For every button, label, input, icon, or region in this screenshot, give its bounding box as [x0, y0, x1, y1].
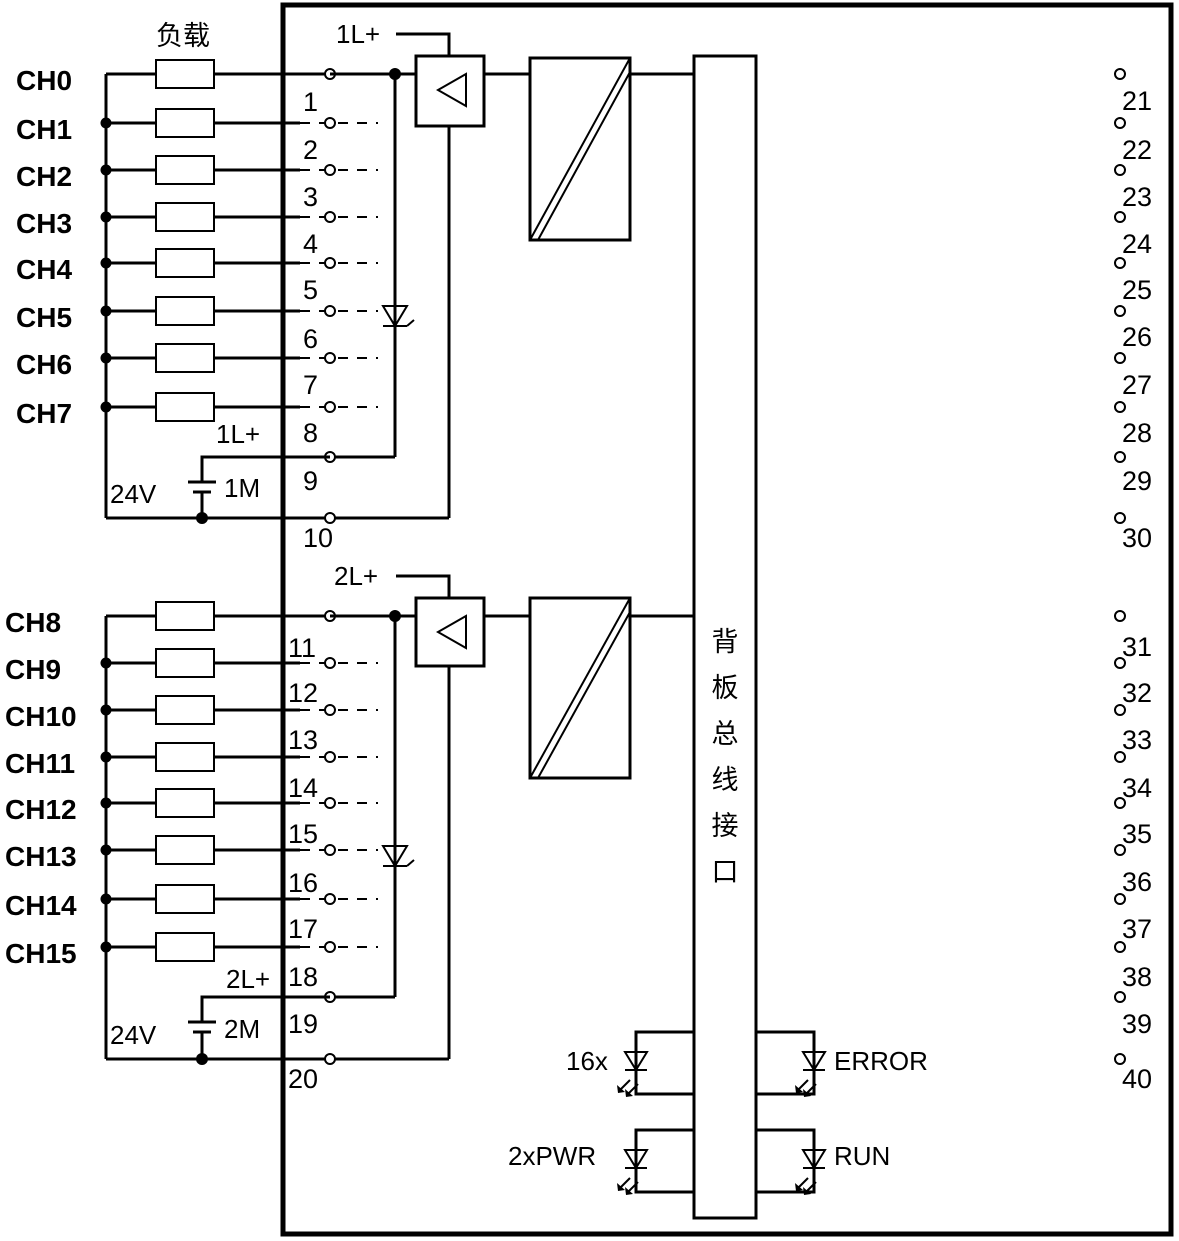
- status-leds: [617, 1030, 827, 1195]
- module-housing: [280, 2, 1174, 1237]
- group2-channel-label: CH9: [5, 654, 61, 685]
- right-pin-number: 25: [1122, 275, 1152, 305]
- right-pin-number: 27: [1122, 370, 1152, 400]
- right-pin-number: 26: [1122, 322, 1152, 352]
- group1-internal: [330, 32, 694, 520]
- group2-internal: [330, 574, 694, 1061]
- group2-pin-numbers: 11 12 13 14 15 16 17 18 19 20: [288, 633, 318, 1094]
- group2-pin-number: 18: [288, 962, 318, 992]
- group2-external: [104, 601, 330, 1061]
- svg-text:口: 口: [712, 857, 739, 888]
- group2-pin-number: 17: [288, 914, 318, 944]
- group1-channel-label: CH5: [16, 302, 72, 333]
- svg-text:背: 背: [712, 627, 739, 658]
- group1-supply-side-label: 1L+: [216, 419, 260, 449]
- group1-channel-label: CH4: [16, 254, 72, 285]
- group1-channel-label: CH1: [16, 114, 72, 145]
- group2-pin-number: 16: [288, 868, 318, 898]
- group1-supply-label: 1L+: [336, 19, 380, 49]
- svg-text:线: 线: [712, 765, 739, 796]
- right-pin-number: 21: [1122, 86, 1152, 116]
- right-pin-number: 33: [1122, 725, 1152, 755]
- group2-channel-label: CH11: [5, 748, 75, 779]
- svg-text:板: 板: [712, 673, 739, 704]
- right-pin-number: 22: [1122, 135, 1152, 165]
- led-pwr-label: 2xPWR: [508, 1141, 596, 1171]
- group1-voltage-label: 24V: [110, 479, 157, 509]
- right-terminal-pins: 21 22 23 24 25 26 27 28 29 30 31 32 33 34 35 36 37 38 39 40: [1114, 68, 1152, 1094]
- group1-pin-number: 7: [303, 370, 318, 400]
- group1-channel-label: CH2: [16, 161, 72, 192]
- right-pin-number: 36: [1122, 867, 1152, 897]
- group1-pin-numbers: 1 2 3 4 5 6 7 8 9 10: [303, 87, 333, 553]
- right-pin-number: 37: [1122, 914, 1152, 944]
- backplane-label: 背 板 总 线 接 口: [712, 627, 739, 888]
- right-pin-number: 39: [1122, 1009, 1152, 1039]
- group2-pin-number: 14: [288, 773, 318, 803]
- group2-supply-side-label: 2L+: [226, 964, 270, 994]
- group2-pin-number: 11: [288, 633, 316, 663]
- group1-supply: [188, 455, 330, 524]
- group1-pin-number: 8: [303, 418, 318, 448]
- group2-channel-label: CH13: [5, 841, 77, 872]
- group2-supply: [188, 995, 330, 1065]
- load-label: 负载: [156, 21, 210, 52]
- right-pin-number: 29: [1122, 466, 1152, 496]
- group2-channel-label: CH12: [5, 794, 77, 825]
- group1-pin-number: 4: [303, 229, 318, 259]
- backplane-bus: [692, 54, 758, 1220]
- group1-pin-number: 1: [303, 87, 318, 117]
- group2-channel-label: CH10: [5, 701, 77, 732]
- group2-pin-number: 19: [288, 1009, 318, 1039]
- group1-pin-number: 2: [303, 135, 318, 165]
- svg-text:总: 总: [712, 719, 739, 750]
- right-pin-number: 32: [1122, 678, 1152, 708]
- group1-pin-number: 5: [303, 275, 318, 305]
- right-pin-number: 31: [1122, 632, 1152, 662]
- right-pin-number: 23: [1122, 182, 1152, 212]
- right-pin-number: 40: [1122, 1064, 1152, 1094]
- group1-external: [104, 59, 330, 520]
- group1-pin-number: 6: [303, 324, 318, 354]
- group2-pin-number: 12: [288, 678, 318, 708]
- group2-voltage-label: 24V: [110, 1020, 157, 1050]
- group2-pin-number: 15: [288, 819, 318, 849]
- group1-pin-number: 10: [303, 523, 333, 553]
- right-pin-number: 34: [1122, 773, 1152, 803]
- group1-channel-label: CH0: [16, 65, 72, 96]
- group2-channel-label: CH8: [5, 607, 61, 638]
- group2-supply-label: 2L+: [334, 561, 378, 591]
- group1-pin-number: 9: [303, 466, 318, 496]
- led-16x-label: 16x: [566, 1046, 608, 1076]
- group2-channel-label: CH15: [5, 938, 77, 969]
- group2-pin-number: 13: [288, 725, 318, 755]
- group1-channel-label: CH3: [16, 208, 72, 239]
- group2-ground-label: 2M: [224, 1014, 260, 1044]
- group1-ground-label: 1M: [224, 473, 260, 503]
- group2-pin-number: 20: [288, 1064, 318, 1094]
- right-pin-number: 38: [1122, 962, 1152, 992]
- right-pin-number: 28: [1122, 418, 1152, 448]
- svg-text:接: 接: [712, 811, 739, 842]
- group2-channel-label: CH14: [5, 890, 77, 921]
- group1-channel-label: CH7: [16, 398, 72, 429]
- right-pin-number: 24: [1122, 229, 1152, 259]
- led-error-label: ERROR: [834, 1046, 928, 1076]
- group1-channel-label: CH6: [16, 349, 72, 380]
- right-pin-number: 30: [1122, 523, 1152, 553]
- led-run-label: RUN: [834, 1141, 890, 1171]
- group1-pin-number: 3: [303, 182, 318, 212]
- right-pin-number: 35: [1122, 819, 1152, 849]
